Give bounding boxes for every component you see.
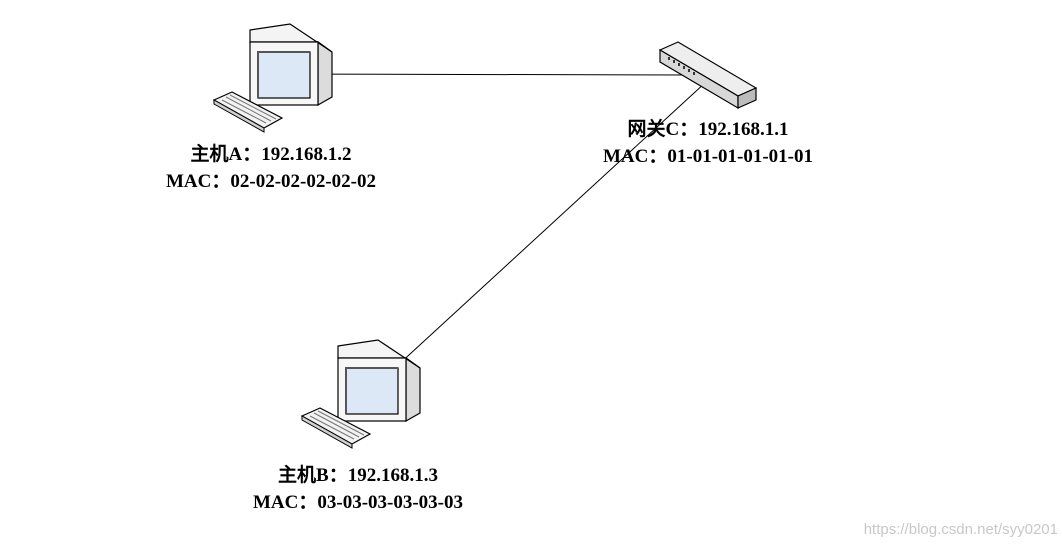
host-b-mac: 03-03-03-03-03-03: [317, 492, 464, 513]
gateway-c-ip: 192.168.1.1: [698, 119, 789, 140]
host-a-ip: 192.168.1.2: [261, 144, 352, 165]
host-b-mac-line: MAC：03-03-03-03-03-03: [252, 492, 464, 513]
computer-icon-host-a: [212, 23, 333, 133]
host-a-mac-line: MAC：02-02-02-02-02-02: [165, 171, 377, 192]
host-a-mac-label: MAC: [165, 171, 212, 192]
gateway-c-ip-line: 网关C：192.168.1.1: [627, 119, 789, 140]
gateway-c-label: 网关C：192.168.1.1 MAC：01-01-01-01-01-01: [583, 116, 833, 170]
gateway-c-mac-line: MAC：01-01-01-01-01-01: [602, 146, 814, 167]
host-b-ip-line: 主机B：192.168.1.3: [278, 465, 438, 486]
gateway-c-mac: 01-01-01-01-01-01: [667, 146, 814, 167]
computer-icon-host-b: [300, 339, 421, 449]
host-a-name: 主机A: [190, 144, 243, 165]
host-a-mac: 02-02-02-02-02-02: [230, 171, 377, 192]
link-a-to-gateway: [271, 73, 693, 76]
host-b-mac-label: MAC: [252, 492, 299, 513]
host-a-ip-line: 主机A：192.168.1.2: [190, 144, 352, 165]
gateway-c-name: 网关C: [627, 119, 680, 140]
host-b-label: 主机B：192.168.1.3 MAC：03-03-03-03-03-03: [233, 462, 483, 516]
switch-icon-gateway-c: [658, 41, 758, 110]
link-b-to-gateway: [359, 81, 707, 401]
watermark-text: https://blog.csdn.net/syy0201: [863, 521, 1058, 538]
gateway-c-mac-label: MAC: [602, 146, 649, 167]
host-b-ip: 192.168.1.3: [347, 465, 438, 486]
host-b-name: 主机B: [278, 465, 329, 486]
host-a-label: 主机A：192.168.1.2 MAC：02-02-02-02-02-02: [146, 141, 396, 195]
